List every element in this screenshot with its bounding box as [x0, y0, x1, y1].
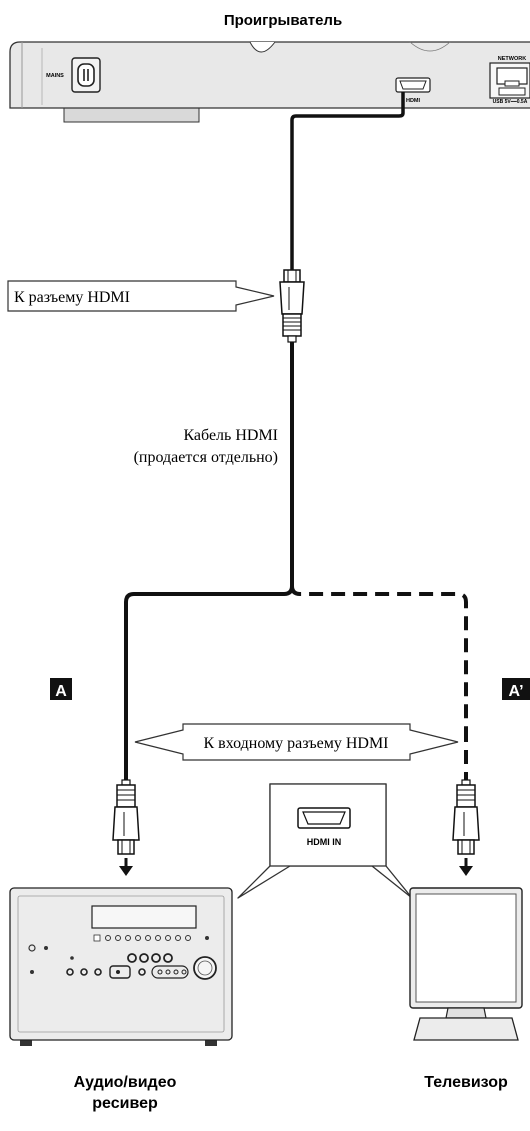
- receiver-hdmi-connector-icon: [112, 779, 140, 855]
- callout-to-hdmi-jack: К разъему HDMI: [7, 280, 275, 312]
- tv-label: Телевизор: [424, 1074, 508, 1091]
- hdmi-connector-icon: [279, 269, 305, 343]
- cable-to-receiver: [124, 585, 294, 728]
- marker-a-prime-text: A’: [508, 683, 523, 700]
- network-label: NETWORK: [498, 56, 526, 62]
- callout-to-hdmi-jack-text: К разъему HDMI: [14, 289, 130, 306]
- diagram-title: Проигрыватель: [224, 12, 342, 29]
- hdmi-cable-upper: [290, 92, 405, 272]
- cable-label-line2: (продается отдельно): [134, 449, 278, 466]
- mains-socket-icon: [71, 57, 101, 93]
- callout-to-hdmi-input: К входному разъему HDMI: [134, 723, 459, 761]
- cable-to-tv-dashed: [290, 585, 468, 728]
- hdmi-in-port-icon: [297, 807, 351, 829]
- marker-a-prime: A’: [502, 678, 530, 700]
- usb-label: USB 5V━━0.5A: [493, 99, 528, 105]
- player-device: MAINS HDMI NETWORK USB 5V━━0.5A: [9, 41, 530, 123]
- hdmi-port-icon: [395, 77, 431, 93]
- hdmi-port-label: HDMI: [406, 98, 421, 104]
- arrow-down-icon: [459, 866, 473, 876]
- arrow-down-icon: [119, 866, 133, 876]
- tv-device: [409, 887, 523, 1041]
- mains-label: MAINS: [46, 73, 64, 79]
- cable-label-line1: Кабель HDMI: [183, 427, 278, 444]
- hdmi-in-label: HDMI IN: [307, 837, 342, 847]
- av-receiver-device: [9, 887, 233, 1046]
- callout-to-hdmi-input-text: К входному разъему HDMI: [204, 735, 389, 752]
- marker-a: A: [50, 678, 72, 700]
- network-port-icon: [489, 62, 530, 99]
- receiver-label-line1: Аудио/видео: [74, 1074, 177, 1091]
- tv-hdmi-connector-icon: [452, 779, 480, 855]
- hdmi-in-callout: HDMI IN: [237, 783, 413, 899]
- receiver-label-line2: ресивер: [92, 1095, 158, 1112]
- marker-a-text: A: [55, 683, 67, 700]
